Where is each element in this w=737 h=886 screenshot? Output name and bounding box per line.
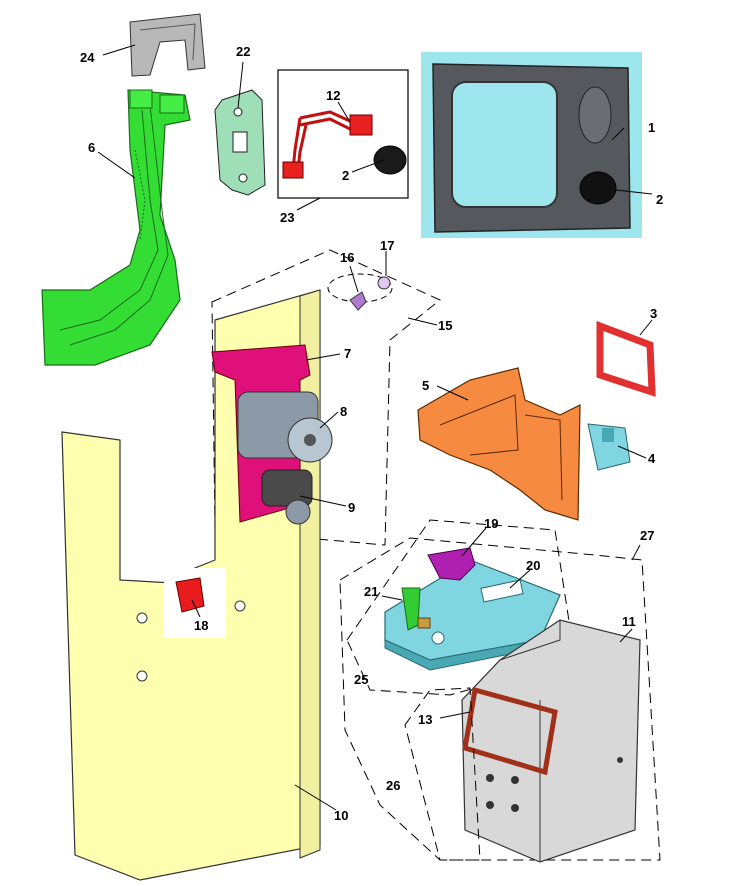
callout-2b: 2 [656, 192, 663, 207]
callout-21: 21 [364, 584, 378, 599]
part-9-gear [261, 469, 313, 525]
callout-13: 13 [418, 712, 432, 727]
callout-10: 10 [334, 808, 348, 823]
group-26-outline [404, 687, 481, 861]
part-5-coin-funnel [417, 367, 581, 521]
callout-4: 4 [648, 451, 656, 466]
callout-26: 26 [386, 778, 400, 793]
callout-15: 15 [438, 318, 452, 333]
callout-labels: 24 22 6 12 2 23 1 2 16 17 15 7 8 9 3 5 4… [80, 44, 663, 823]
part-8-motor [237, 391, 333, 463]
callout-22: 22 [236, 44, 250, 59]
callout-12: 12 [326, 88, 340, 103]
callout-6: 6 [88, 140, 95, 155]
callout-8: 8 [340, 404, 347, 419]
part-21-latch [401, 587, 431, 631]
callout-3: 3 [650, 306, 657, 321]
callout-11: 11 [622, 614, 636, 629]
leader-lines [97, 44, 653, 811]
part-18-clip [175, 577, 205, 613]
callout-9: 9 [348, 500, 355, 515]
callout-17: 17 [380, 238, 394, 253]
part-24-top-clip [129, 13, 206, 77]
callout-7: 7 [344, 346, 351, 361]
callout-24: 24 [80, 50, 95, 65]
part-4-bracket [587, 423, 631, 471]
callout-5: 5 [422, 378, 429, 393]
part-19-button [427, 547, 476, 581]
callout-16: 16 [340, 250, 354, 265]
group-27-outline [339, 537, 661, 861]
part-3-frame [596, 320, 656, 397]
callout-18: 18 [194, 618, 208, 633]
callout-2a: 2 [342, 168, 349, 183]
parts-16-17-hardware [327, 273, 393, 311]
callout-23: 23 [280, 210, 294, 225]
callout-20: 20 [526, 558, 540, 573]
part-22-gasket [214, 89, 266, 196]
callout-19: 19 [484, 516, 498, 531]
part-23-harness-box [277, 69, 409, 199]
part-6-coin-chute [41, 89, 191, 366]
part-13-handle [462, 686, 558, 776]
part-1-front-bezel [421, 52, 642, 238]
callout-25: 25 [354, 672, 368, 687]
callout-1: 1 [648, 120, 655, 135]
callout-27: 27 [640, 528, 654, 543]
